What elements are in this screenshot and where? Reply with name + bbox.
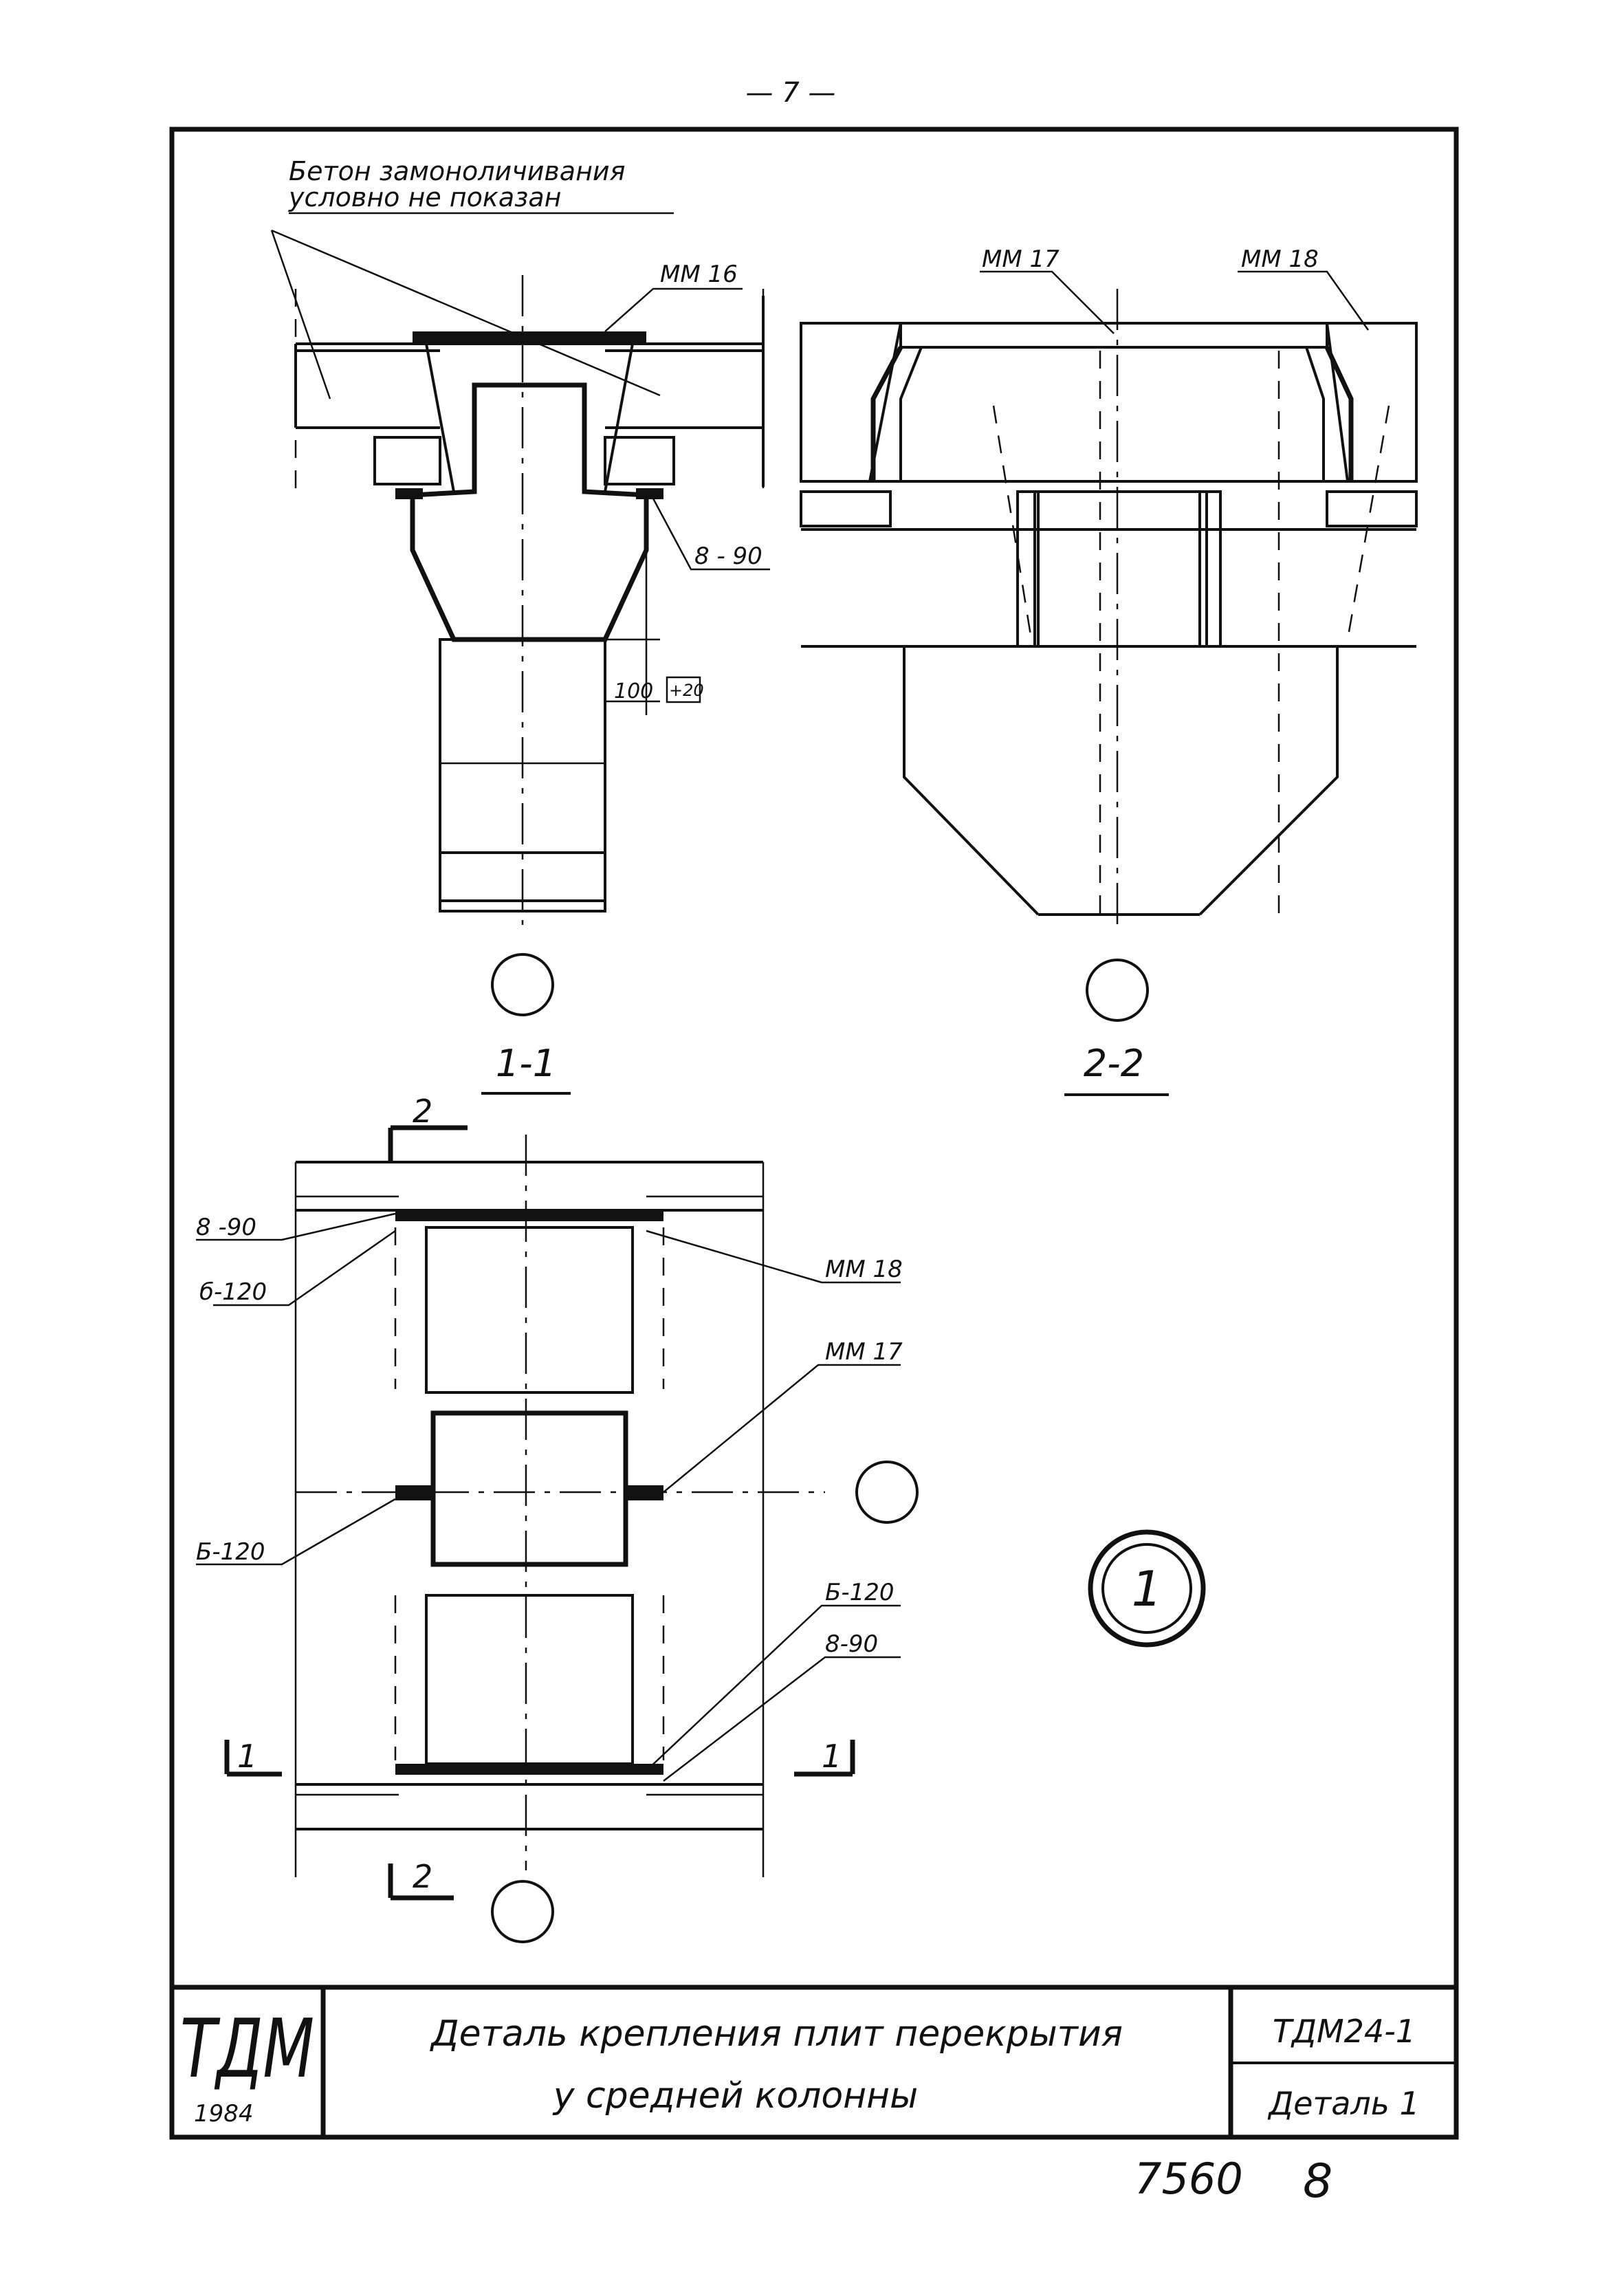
page-number: — 7 —	[746, 77, 836, 109]
label-8-90-plan-left: 8 -90	[196, 1214, 256, 1241]
title-block-title-line1: Деталь крепления плит перекрытия	[430, 2013, 1123, 2055]
cut-mark-2-top: 2	[413, 1093, 432, 1130]
detail-marker-number: 1	[1132, 1561, 1163, 1617]
plan-drawing	[196, 1125, 919, 1943]
section-2-2-drawing	[800, 270, 1418, 1022]
detail-marker-outer	[1088, 1529, 1206, 1648]
concrete-note-line2: условно не показан	[288, 182, 561, 212]
label-mm18-plan: ММ 18	[825, 1256, 903, 1283]
label-8-90-plan-right: 8-90	[825, 1630, 878, 1658]
label-8-90-section: 8 - 90	[694, 543, 762, 570]
section-1-1-drawing	[270, 212, 770, 1016]
label-mm17-plan: ММ 17	[825, 1338, 903, 1366]
title-block-year: 1984	[194, 2100, 254, 2128]
drawing-frame	[169, 127, 1459, 2140]
cut-mark-1-left: 1	[237, 1738, 257, 1775]
detail-marker-inner	[1101, 1543, 1192, 1634]
label-dim-plus20: +20	[669, 681, 704, 700]
label-dim-100: 100	[614, 679, 653, 703]
label-b-120-plan-right: Б-120	[825, 1579, 895, 1606]
title-block-logo: ТДМ	[180, 2001, 314, 2096]
cut-mark-1-right: 1	[822, 1738, 842, 1775]
title-block	[172, 1985, 1456, 2137]
title-block-title-line2: у средней колонны	[552, 2075, 919, 2117]
label-mm17-section: ММ 17	[982, 245, 1060, 273]
label-mm18-section: ММ 18	[1241, 245, 1319, 273]
archive-number: 7560	[1134, 2154, 1243, 2204]
label-b-120-plan-left-top: б-120	[199, 1278, 267, 1306]
title-block-code: ТДМ24-1	[1273, 2013, 1416, 2050]
concrete-note-line1: Бетон замоноличивания	[289, 156, 625, 186]
label-b-120-plan-left-mid: Б-120	[196, 1538, 265, 1566]
section-2-2-title: 2-2	[1084, 1042, 1144, 1085]
section-1-1-title: 1-1	[496, 1042, 556, 1085]
label-mm16: ММ 16	[660, 261, 738, 288]
cut-mark-2-bottom: 2	[413, 1858, 432, 1895]
footer-sheet-number: 8	[1303, 2154, 1332, 2209]
title-block-sheet-name: Деталь 1	[1267, 2085, 1420, 2122]
